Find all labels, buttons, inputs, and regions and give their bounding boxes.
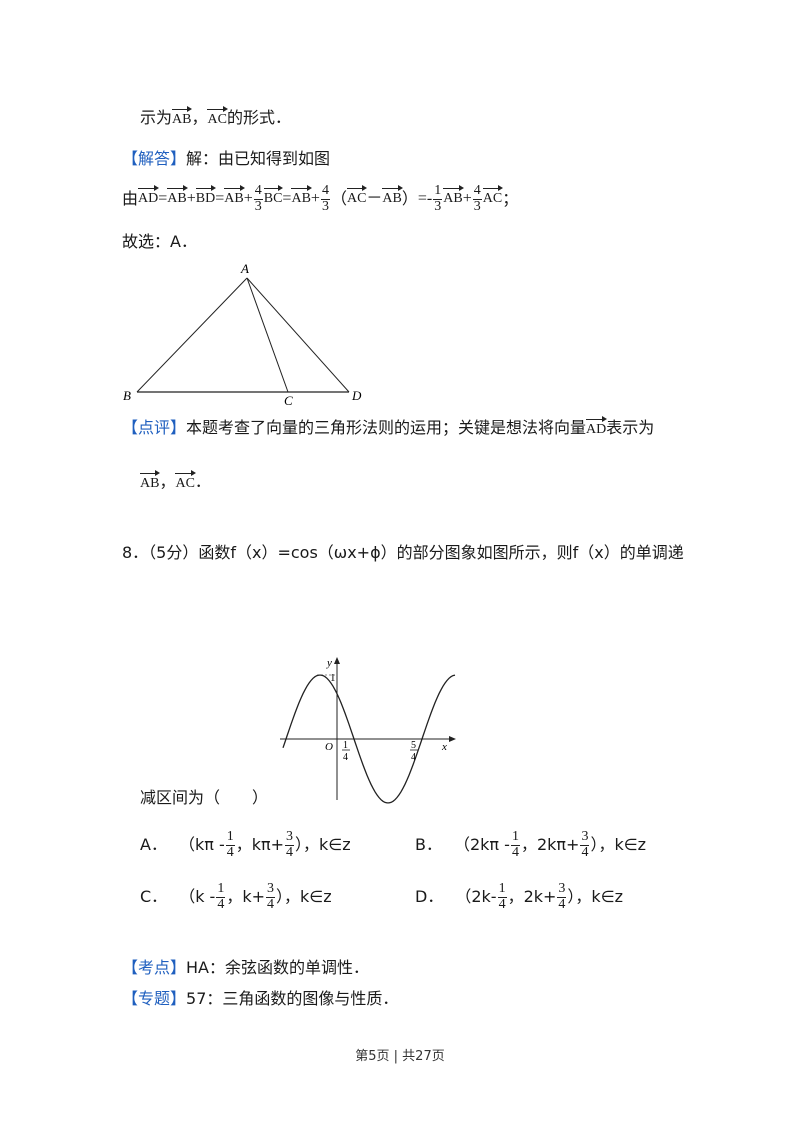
solution-tag: 【解答】 — [122, 149, 187, 168]
tick-quarter-num: 1 — [343, 740, 348, 751]
triangle-figure: A B C D — [123, 261, 362, 408]
kaodian-line: 【考点】HA：余弦函数的单调性． — [122, 958, 369, 977]
point-c-label: C — [284, 393, 293, 408]
x-axis-label: x — [441, 741, 447, 753]
question-8: 8．（5分）函数f（x）=cos（ωx+ϕ）的部分图象如图所示，则f（x）的单调… — [122, 543, 684, 562]
zhuanti-tag: 【专题】 — [122, 989, 187, 1008]
text-line-1: 示为AB，AC的形式． — [140, 106, 291, 127]
tick-quarter-den: 4 — [343, 752, 348, 763]
tick-five-quarter-num: 5 — [411, 740, 416, 751]
question-8-continued: 减区间为（ ） — [140, 788, 269, 807]
segment-ab — [136, 277, 248, 393]
page-footer: 第5页 | 共27页 — [355, 1049, 445, 1064]
y-axis-label: y — [326, 657, 332, 669]
y-tick-one: 1 — [330, 672, 336, 684]
comment-line: 【点评】本题考查了向量的三角形法则的运用；关键是想法将向量AD表示为 — [122, 416, 655, 437]
comment-tag: 【点评】 — [122, 418, 187, 437]
tick-five-quarter-den: 4 — [411, 752, 416, 763]
point-d-label: D — [351, 388, 362, 403]
comment-line-2: AB，AC． — [140, 470, 211, 491]
vector-ab: AB — [172, 106, 193, 127]
solution-line: 【解答】解：由已知得到如图 — [122, 149, 331, 168]
point-a-label: A — [240, 261, 249, 276]
answer-line: 故选：A． — [122, 232, 197, 251]
kaodian-tag: 【考点】 — [122, 958, 187, 977]
segment-ad — [246, 277, 350, 393]
cosine-curve — [282, 674, 456, 804]
origin-label: O — [325, 741, 333, 753]
point-b-label: B — [123, 388, 131, 403]
segment-ac — [246, 277, 289, 393]
cosine-graph: y x O 1 1 4 5 4 — [280, 657, 456, 804]
vector-ac: AC — [207, 106, 229, 127]
zhuanti-line: 【专题】57：三角函数的图像与性质． — [122, 989, 399, 1008]
